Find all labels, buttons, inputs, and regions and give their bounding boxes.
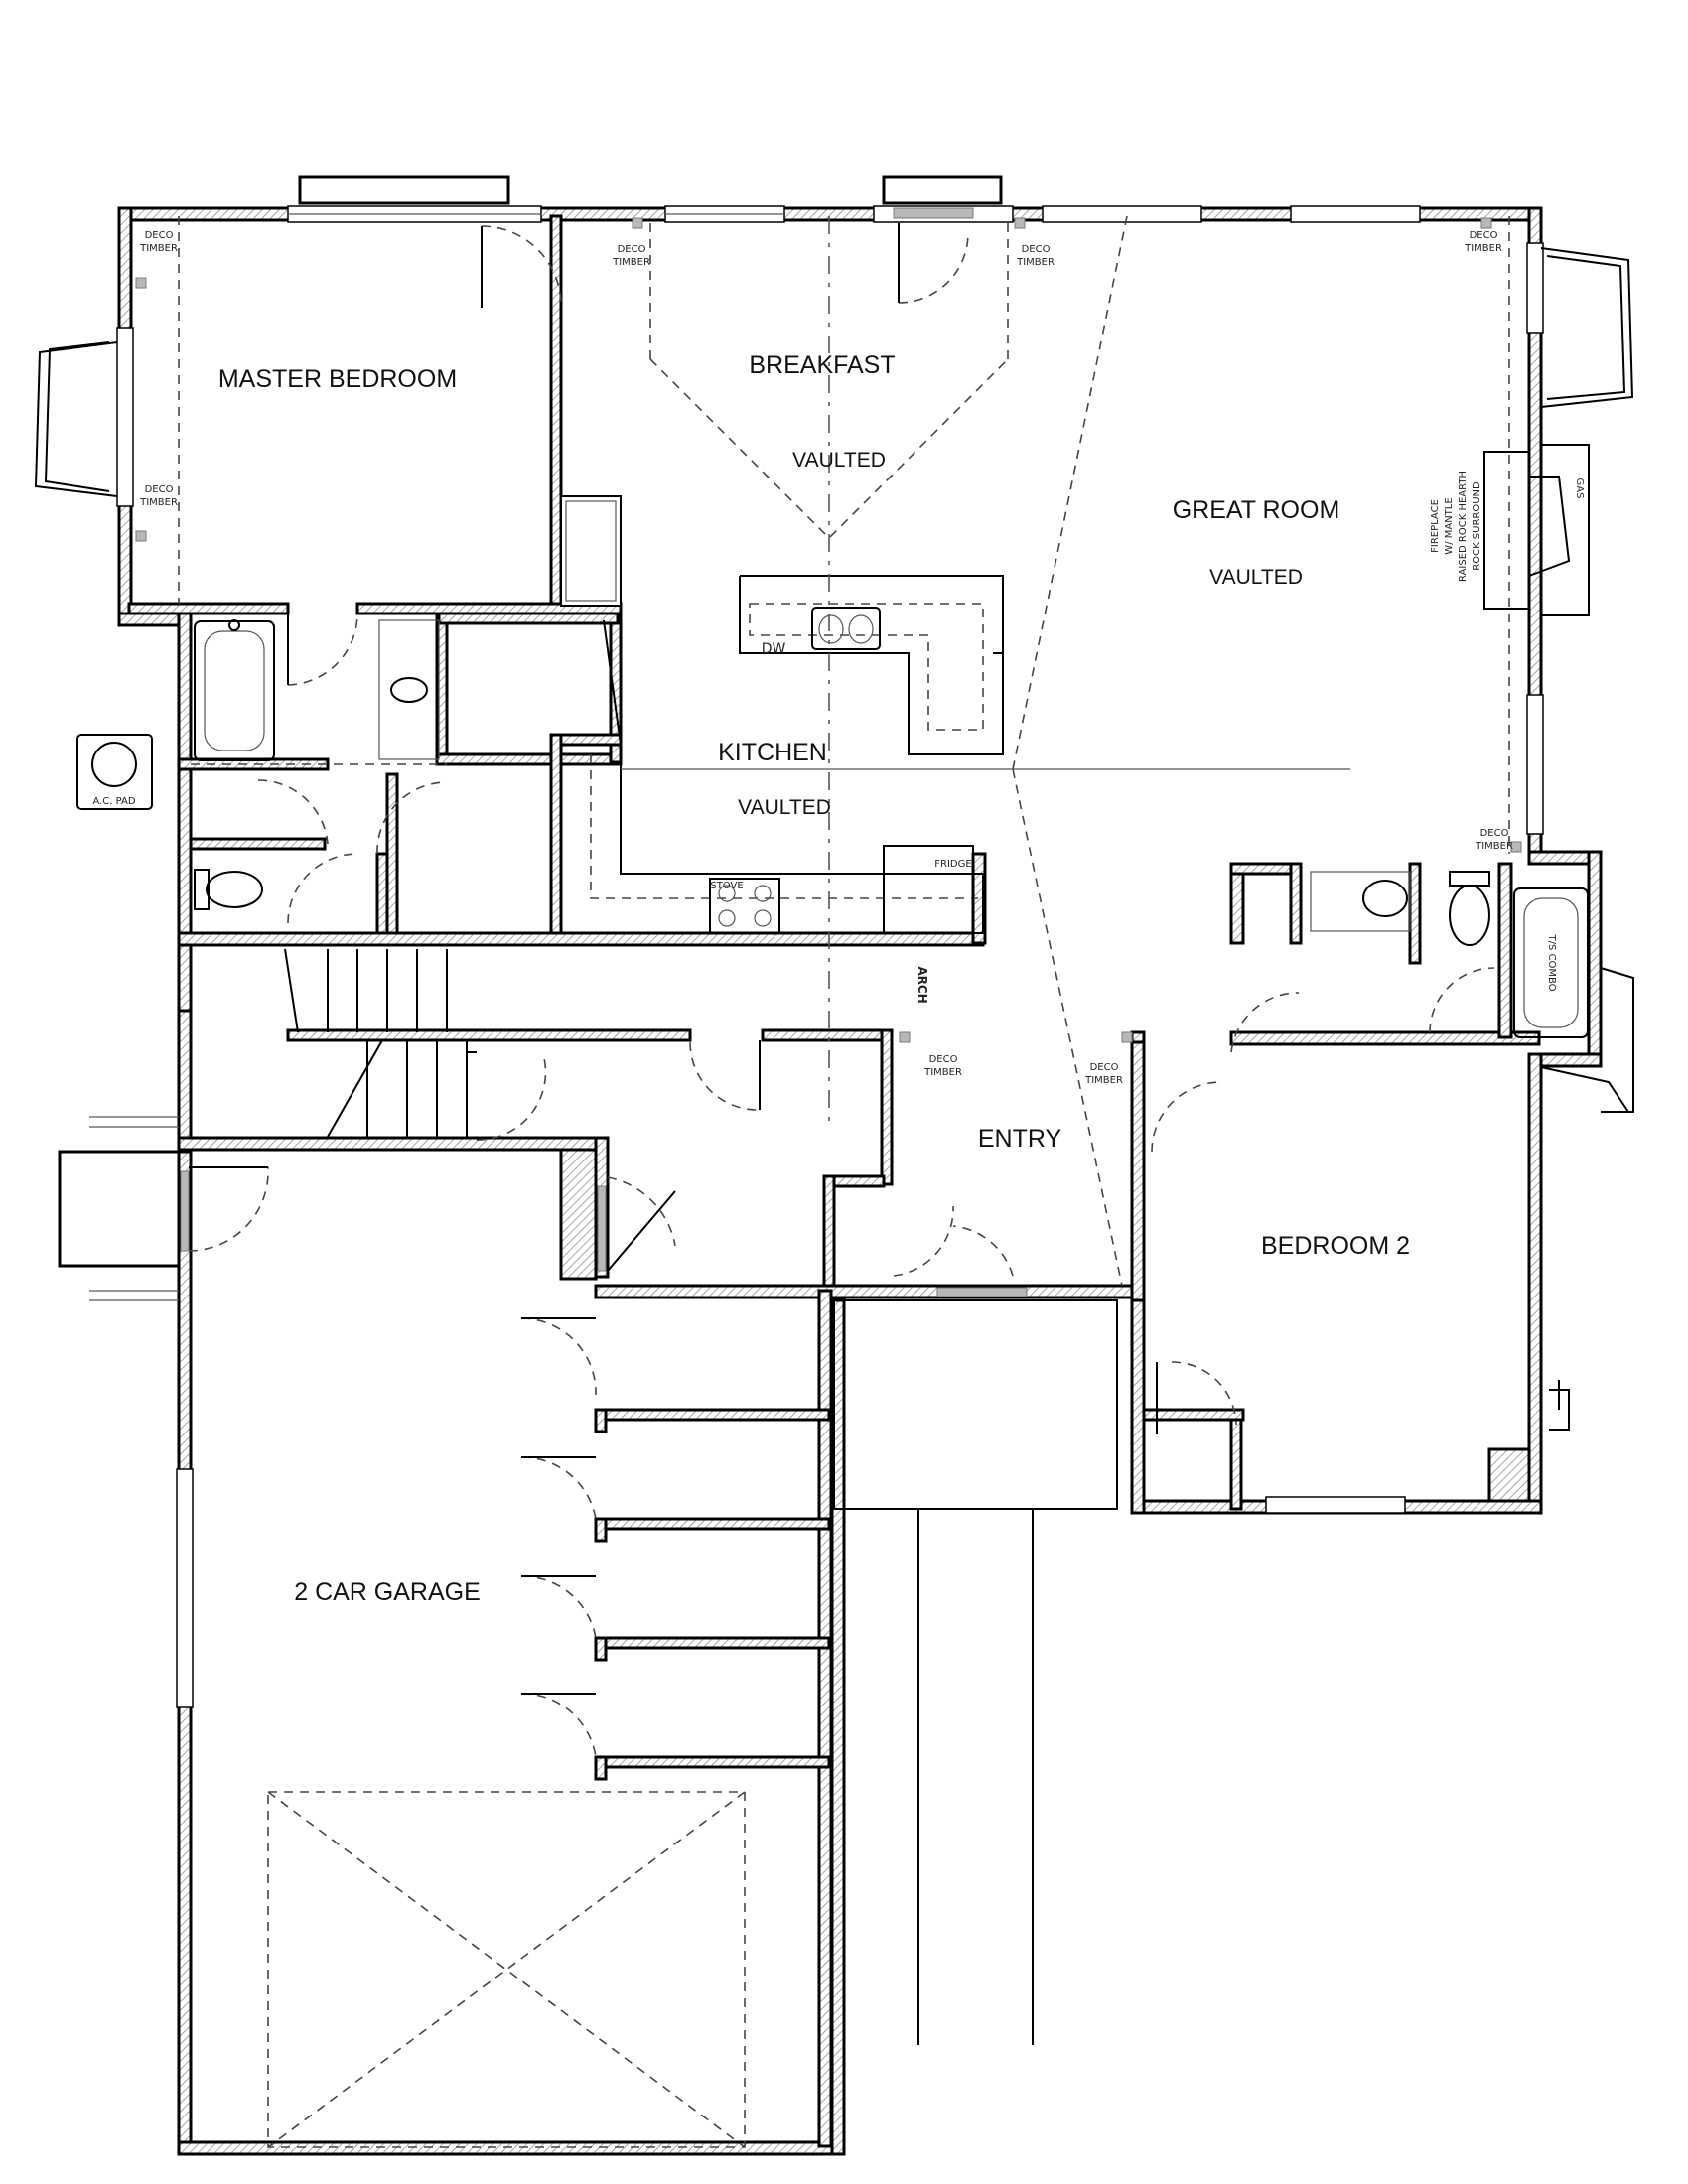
timber-label: TIMBER xyxy=(139,243,178,254)
arch-label: ARCH xyxy=(915,966,929,1003)
timber-label: TIMBER xyxy=(923,1067,962,1078)
master-bedroom-label: MASTER BEDROOM xyxy=(218,365,457,393)
room-labels: MASTER BEDROOM BREAKFAST VAULTED GREAT R… xyxy=(218,351,1410,1606)
ts-combo-label: T/S COMBO xyxy=(1546,933,1557,991)
garage-label: 2 CAR GARAGE xyxy=(294,1578,481,1606)
timber-label: TIMBER xyxy=(1475,841,1513,852)
great-room-label: GREAT ROOM xyxy=(1173,496,1340,524)
doors xyxy=(180,223,1495,1758)
kitchen-label: KITCHEN xyxy=(718,739,827,766)
timber-label: TIMBER xyxy=(1016,257,1055,268)
breakfast-label: BREAKFAST xyxy=(749,351,895,379)
great-room-vaulted-label: VAULTED xyxy=(1209,566,1303,589)
timber-label: TIMBER xyxy=(139,497,178,508)
gas-label: GAS xyxy=(1574,478,1585,499)
deco-label: DECO xyxy=(145,230,174,241)
porch xyxy=(58,1116,1118,2045)
deco-label: DECO xyxy=(929,1054,958,1065)
ceiling-lines xyxy=(178,215,1510,1287)
ac-pad-label: A.C. PAD xyxy=(92,796,135,807)
deco-label: DECO xyxy=(1480,828,1509,839)
fridge-label: FRIDGE xyxy=(934,859,971,870)
windows xyxy=(34,175,1634,1708)
fireplace-label-3: RAISED ROCK HEARTH xyxy=(1458,471,1469,582)
stove-label: STOVE xyxy=(710,881,743,891)
timber-label: TIMBER xyxy=(1464,243,1502,254)
fireplace-label-1: FIREPLACE xyxy=(1430,499,1441,553)
fixtures xyxy=(76,444,1590,2148)
bedroom-2-label: BEDROOM 2 xyxy=(1261,1232,1410,1260)
deco-label: DECO xyxy=(145,484,174,495)
deco-label: DECO xyxy=(618,244,646,255)
deco-label: DECO xyxy=(1022,244,1051,255)
dishwasher-label: DW xyxy=(762,641,786,657)
annotations: DECO TIMBER DECO TIMBER DECO TIMBER DECO… xyxy=(92,230,1585,1086)
deco-label: DECO xyxy=(1470,230,1498,241)
breakfast-vaulted-label: VAULTED xyxy=(792,449,886,472)
timber-label: TIMBER xyxy=(612,257,650,268)
fireplace-label-2: W/ MANTLE xyxy=(1444,497,1455,554)
entry-label: ENTRY xyxy=(978,1125,1062,1153)
fireplace-label-4: ROCK SURROUND xyxy=(1472,481,1482,571)
timber-label: TIMBER xyxy=(1084,1075,1123,1086)
deco-timber-markers xyxy=(135,217,1522,1043)
deco-label: DECO xyxy=(1090,1062,1119,1073)
kitchen-vaulted-label: VAULTED xyxy=(738,796,831,819)
